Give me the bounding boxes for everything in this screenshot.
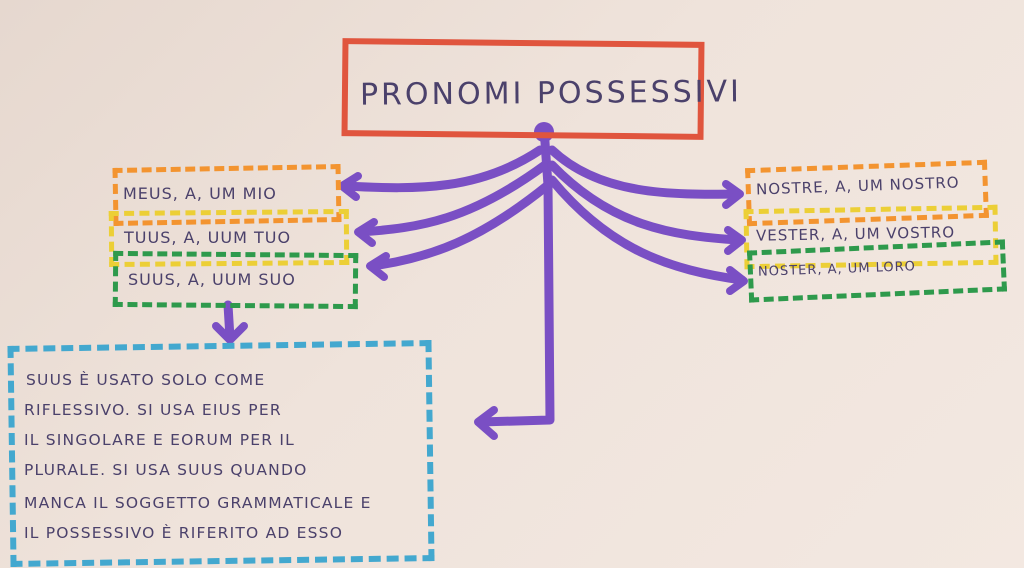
arrow-to-noster: [547, 175, 747, 285]
note-line: IL SINGOLARE E EORUM PER IL: [24, 431, 296, 449]
arrow-suus-to-note: [223, 300, 235, 343]
arrowhead-vester: [724, 226, 746, 255]
note-line: RIFLESSIVO. SI USA EIUS PER: [24, 401, 282, 419]
arrow-to-vester: [547, 160, 745, 245]
note-line: MANCA IL SOGGETTO GRAMMATICALE E: [24, 494, 372, 512]
arrowhead-suus: [366, 252, 390, 281]
left-row-text-meus: MEUS, A, UM MIO: [123, 184, 277, 203]
arrow-to-note: [475, 180, 555, 427]
note-line: PLURALE. SI USA SUUS QUANDO: [24, 461, 308, 479]
arrow-to-suus: [367, 180, 553, 271]
title: PRONOMI POSSESSIVI: [359, 74, 743, 113]
arrow-hub-dot: [534, 122, 554, 142]
arrow-to-tuus: [355, 160, 550, 237]
arrowhead-suus-note: [212, 322, 248, 344]
right-row-text-vester: VESTER, A, UM VOSTRO: [755, 223, 956, 245]
note-line: SUUS È USATO SOLO COME: [26, 371, 266, 389]
left-row-text-suus: SUUS, A, UUM SUO: [128, 270, 296, 289]
arrowhead-note: [474, 406, 498, 440]
note-line: IL POSSESSIVO È RIFERITO AD ESSO: [24, 524, 344, 542]
arrowhead-noster: [726, 266, 748, 295]
arrow-to-nostre: [547, 145, 743, 199]
arrowhead-tuus: [354, 218, 378, 247]
arrowhead-nostre: [722, 180, 744, 209]
arrow-to-meus: [340, 145, 545, 193]
arrowhead-meus: [338, 172, 362, 201]
left-row-text-tuus: TUUS, A, UUM TUO: [124, 228, 292, 247]
